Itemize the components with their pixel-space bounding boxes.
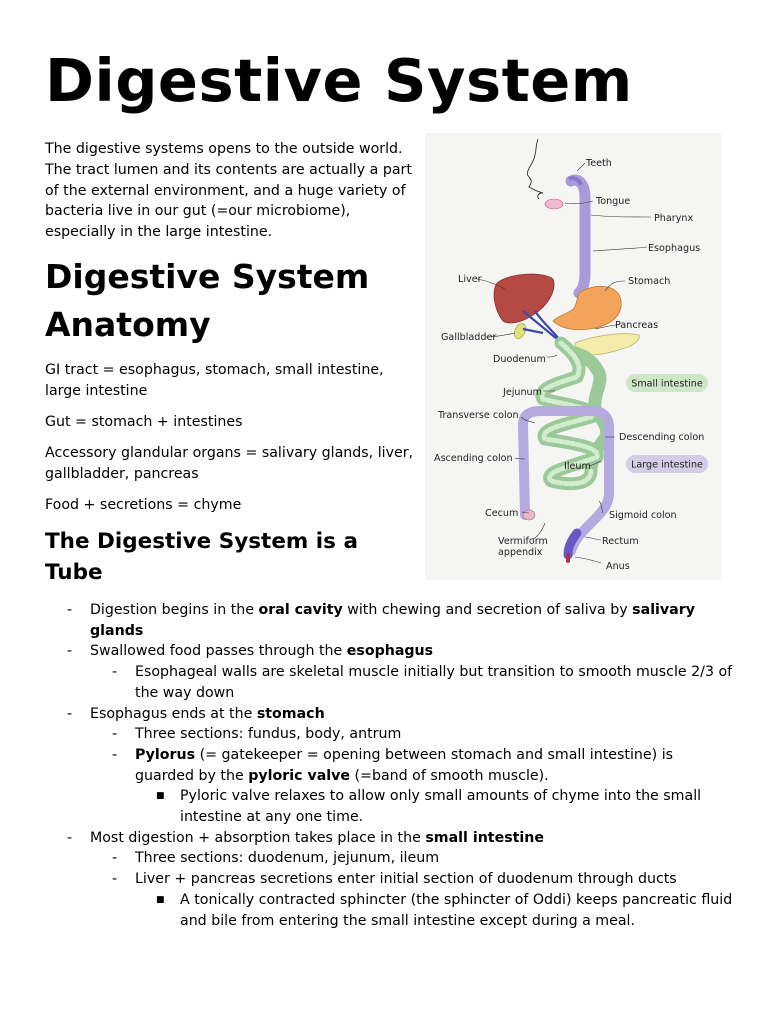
gallbladder-shape: [514, 323, 526, 339]
stomach-shape: [552, 285, 622, 331]
anatomy-heading: Digestive System Anatomy: [45, 257, 370, 344]
bullet-item: -Esophagus ends at the stomach: [45, 704, 735, 725]
bullet-text: Three sections: duodenum, jejunum, ileum: [135, 850, 440, 867]
intro-paragraph: The digestive systems opens to the outsi…: [45, 141, 412, 241]
tube-heading: The Digestive System is a Tube: [45, 529, 358, 585]
label-pharynx: Pharynx: [654, 213, 693, 224]
chyme-definition: Food + secretions = chyme: [45, 497, 242, 513]
bullet-text: Esophageal walls are skeletal muscle ini…: [135, 664, 733, 701]
label-vermiform-appendix-2: appendix: [498, 547, 543, 558]
label-jejunum: Jejunum: [502, 387, 542, 398]
bullet-marker: -: [112, 850, 118, 867]
bullet-marker: ■: [156, 894, 165, 905]
bullet-text: Digestion begins in the: [90, 602, 259, 618]
digestive-system-diagram: Small intestine Large intestine Teeth To…: [425, 133, 721, 580]
bullet-text: Esophagus ends at the: [90, 705, 257, 722]
bullet-marker: -: [112, 746, 118, 763]
gut-definition: Gut = stomach + intestines: [45, 414, 243, 430]
label-descending-colon: Descending colon: [619, 432, 704, 443]
liver-shape: [493, 273, 555, 324]
small-intestine-texture: [539, 340, 600, 487]
bullet-item: -Liver + pancreas secretions enter initi…: [45, 869, 735, 890]
bold-term: Pylorus: [135, 746, 196, 763]
label-ascending-colon: Ascending colon: [434, 453, 513, 464]
pharynx-tip: [568, 176, 583, 186]
leader-lines: [476, 162, 652, 564]
bold-term: small intestine: [425, 829, 545, 846]
bullet-item: -Three sections: duodenum, jejunum, ileu…: [45, 848, 735, 869]
bullet-item: -Most digestion + absorption takes place…: [45, 828, 735, 849]
bold-term: esophagus: [346, 643, 434, 660]
bullet-text: Liver + pancreas secretions enter initia…: [135, 871, 677, 888]
bullet-marker: ■: [156, 791, 165, 802]
label-stomach: Stomach: [628, 276, 670, 287]
bullet-marker: -: [112, 726, 118, 743]
label-anus: Anus: [606, 561, 630, 572]
large-intestine-path: [518, 406, 614, 556]
label-transverse-colon: Transverse colon: [437, 410, 519, 421]
legend-large-intestine-swatch: [626, 455, 708, 473]
legend-small-intestine-swatch: [626, 374, 708, 392]
label-vermiform-appendix-1: Vermiform: [498, 536, 548, 547]
bullet-marker: -: [67, 705, 73, 722]
tongue-shape: [544, 198, 564, 210]
page-title: Digestive System: [45, 46, 633, 115]
label-ileum: Ileum: [564, 461, 591, 472]
gi-tract-definition: GI tract = esophagus, stomach, small int…: [45, 362, 384, 399]
label-rectum: Rectum: [602, 536, 639, 547]
bullet-text: A tonically contracted sphincter (the sp…: [180, 891, 733, 929]
face-profile: [526, 138, 544, 200]
bold-term: pyloric valve: [248, 767, 351, 784]
bullet-text: (=band of smooth muscle).: [350, 767, 549, 784]
bullet-text: (= gatekeeper = opening between stomach …: [135, 746, 674, 784]
bullet-item: -Pylorus (= gatekeeper = opening between…: [45, 745, 735, 786]
bullet-text: with chewing and secretion of saliva by: [342, 602, 633, 618]
bullet-text: Most digestion + absorption takes place …: [90, 829, 426, 846]
bullet-marker: -: [112, 664, 118, 681]
label-liver: Liver: [458, 274, 482, 285]
bullet-text: Swallowed food passes through the: [90, 643, 347, 660]
label-esophagus: Esophagus: [648, 243, 700, 254]
bold-term: salivary glands: [90, 602, 695, 639]
legend-large-intestine: Large intestine: [631, 460, 703, 471]
label-cecum: Cecum: [485, 508, 518, 519]
label-tongue: Tongue: [595, 196, 630, 207]
label-sigmoid-colon: Sigmoid colon: [609, 510, 677, 521]
bullet-text: Three sections: fundus, body, antrum: [135, 726, 402, 743]
bold-term: oral cavity: [258, 602, 343, 618]
bullet-item: ■ A tonically contracted sphincter (the s…: [45, 890, 735, 931]
label-gallbladder: Gallbladder: [441, 332, 496, 343]
bold-term: stomach: [256, 705, 325, 722]
cecum-shape: [522, 509, 536, 521]
label-pancreas: Pancreas: [615, 320, 658, 331]
label-duodenum: Duodenum: [493, 354, 546, 365]
bullet-item: -Swallowed food passes through the esoph…: [45, 641, 735, 662]
bullet-marker: -: [67, 643, 73, 660]
bullet-marker: -: [67, 602, 73, 618]
bullet-text: Pyloric valve relaxes to allow only smal…: [180, 788, 702, 826]
legend-small-intestine: Small intestine: [631, 379, 703, 390]
tube-bullet-list: - Digestion begins in the oral cavity wit…: [45, 600, 735, 931]
label-teeth: Teeth: [585, 158, 612, 169]
accessory-organs-definition: Accessory glandular organs = salivary gl…: [45, 445, 414, 482]
bullet-item: - Digestion begins in the oral cavity wit…: [45, 600, 735, 641]
bullet-item: ■ Pyloric valve relaxes to allow only sma…: [45, 786, 735, 827]
bullet-item: -Three sections: fundus, body, antrum: [45, 724, 735, 745]
bullet-marker: -: [112, 871, 118, 888]
bullet-marker: -: [67, 829, 73, 846]
bullet-item: -Esophageal walls are skeletal muscle in…: [45, 662, 735, 703]
